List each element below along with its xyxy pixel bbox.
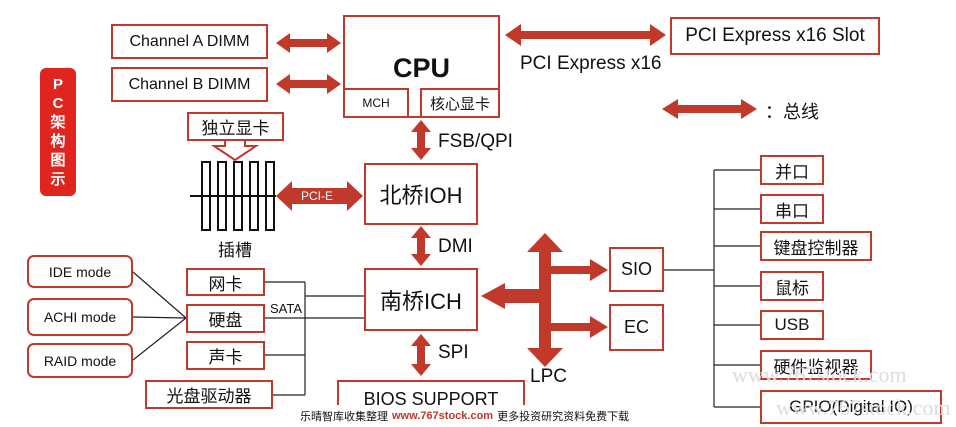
southbridge-label: 南桥ICH	[380, 288, 462, 314]
discrete-gpu-box: 独立显卡	[187, 112, 284, 141]
watermark-2: www.767stock.com	[776, 395, 951, 420]
mouse-box: 鼠标	[760, 271, 824, 301]
mch-box: MCH	[343, 88, 409, 118]
kbc-box: 键盘控制器	[760, 231, 872, 261]
parallel-port-box: 并口	[760, 155, 824, 185]
side-tag: PC架构图示	[40, 68, 76, 196]
ide-mode-box: IDE mode	[27, 255, 133, 288]
fsb-arrow	[411, 120, 431, 160]
ec-box: EC	[609, 304, 664, 351]
serial-port-label: 串口	[775, 201, 809, 221]
mch-label: MCH	[362, 96, 390, 110]
lpc-to-sio	[549, 259, 608, 281]
spi-label: SPI	[438, 342, 469, 363]
footer-bar: 乐晴智库收集整理 www.767stock.com 更多投资研究资料免费下载	[300, 405, 700, 427]
usb-label: USB	[774, 315, 810, 334]
lpc-label: LPC	[530, 366, 567, 387]
pcie-x16-arrow	[505, 24, 666, 46]
channel-b-box: Channel B DIMM	[111, 67, 268, 102]
hdd-box: 硬盘	[186, 304, 265, 333]
northbridge-label: 北桥IOH	[379, 183, 463, 208]
slot-label: 插槽	[218, 241, 252, 260]
footer-left: 乐晴智库收集整理	[300, 411, 388, 423]
core-gpu-box: 核心显卡	[420, 88, 500, 118]
raid-mode-label: RAID mode	[43, 352, 117, 369]
optical-label: 光盘驱动器	[166, 387, 252, 406]
achi-mode-label: ACHI mode	[43, 309, 117, 325]
bios-label: BIOS SUPPORT	[363, 389, 499, 409]
usb-box: USB	[760, 310, 824, 340]
watermark-1: www.767stock.com	[732, 362, 907, 387]
channel-a-box: Channel A DIMM	[111, 24, 268, 59]
lpc-vertical	[527, 233, 563, 367]
nic-label: 网卡	[208, 274, 243, 294]
chan-a-arrow	[276, 33, 341, 53]
channel-b-label: Channel B DIMM	[128, 75, 251, 93]
serial-port-box: 串口	[760, 194, 824, 224]
ide-mode-label: IDE mode	[48, 263, 112, 280]
pci-e-label: PCI-E	[301, 189, 334, 203]
legend-arrow	[662, 99, 757, 119]
dmi-label: DMI	[438, 236, 473, 257]
sio-label: SIO	[620, 259, 652, 279]
nic-box: 网卡	[186, 268, 265, 296]
northbridge-box: 北桥IOH	[364, 163, 478, 225]
lpc-to-ec	[549, 316, 608, 338]
pcie-arrow	[276, 181, 363, 211]
lpc-to-south	[481, 283, 541, 309]
chan-b-arrow	[276, 74, 341, 94]
sio-box: SIO	[609, 247, 664, 292]
slot-graphic	[190, 161, 276, 231]
gpu-to-slot-arrow	[210, 137, 260, 162]
kbc-label: 键盘控制器	[773, 238, 859, 258]
hdd-label: 硬盘	[208, 311, 243, 330]
gpio-label: GPIO(Digital IO)	[789, 397, 913, 416]
cpu-label: CPU	[392, 53, 450, 83]
sound-label: 声卡	[208, 348, 243, 367]
footer-url[interactable]: www.767stock.com	[392, 410, 494, 422]
spi-arrow	[411, 334, 431, 376]
pcie-slot-label: PCI Express x16 Slot	[685, 25, 865, 46]
sound-box: 声卡	[186, 341, 265, 370]
ec-label: EC	[623, 317, 649, 337]
parallel-port-label: 并口	[775, 162, 809, 182]
southbridge-box: 南桥ICH	[364, 268, 478, 331]
hwmon-box: 硬件监视器	[760, 350, 872, 380]
optical-box: 光盘驱动器	[145, 380, 273, 409]
footer-right: 更多投资研究资料免费下载	[497, 411, 630, 423]
raid-mode-box: RAID mode	[27, 343, 133, 378]
pcie-x16-label: PCI Express x16	[520, 53, 662, 74]
mouse-label: 鼠标	[775, 278, 809, 298]
legend-bus-label: ：总线	[765, 102, 819, 122]
sata-label: SATA	[268, 301, 305, 316]
hwmon-label: 硬件监视器	[773, 357, 859, 377]
dmi-arrow	[411, 226, 431, 266]
fsb-label: FSB/QPI	[438, 131, 513, 152]
channel-a-label: Channel A DIMM	[129, 32, 250, 50]
core-gpu-label: 核心显卡	[429, 95, 490, 113]
gpio-box: GPIO(Digital IO)	[760, 390, 942, 424]
pcie-slot-box: PCI Express x16 Slot	[670, 17, 880, 55]
discrete-gpu-label: 独立显卡	[201, 119, 270, 138]
achi-mode-box: ACHI mode	[27, 298, 133, 336]
